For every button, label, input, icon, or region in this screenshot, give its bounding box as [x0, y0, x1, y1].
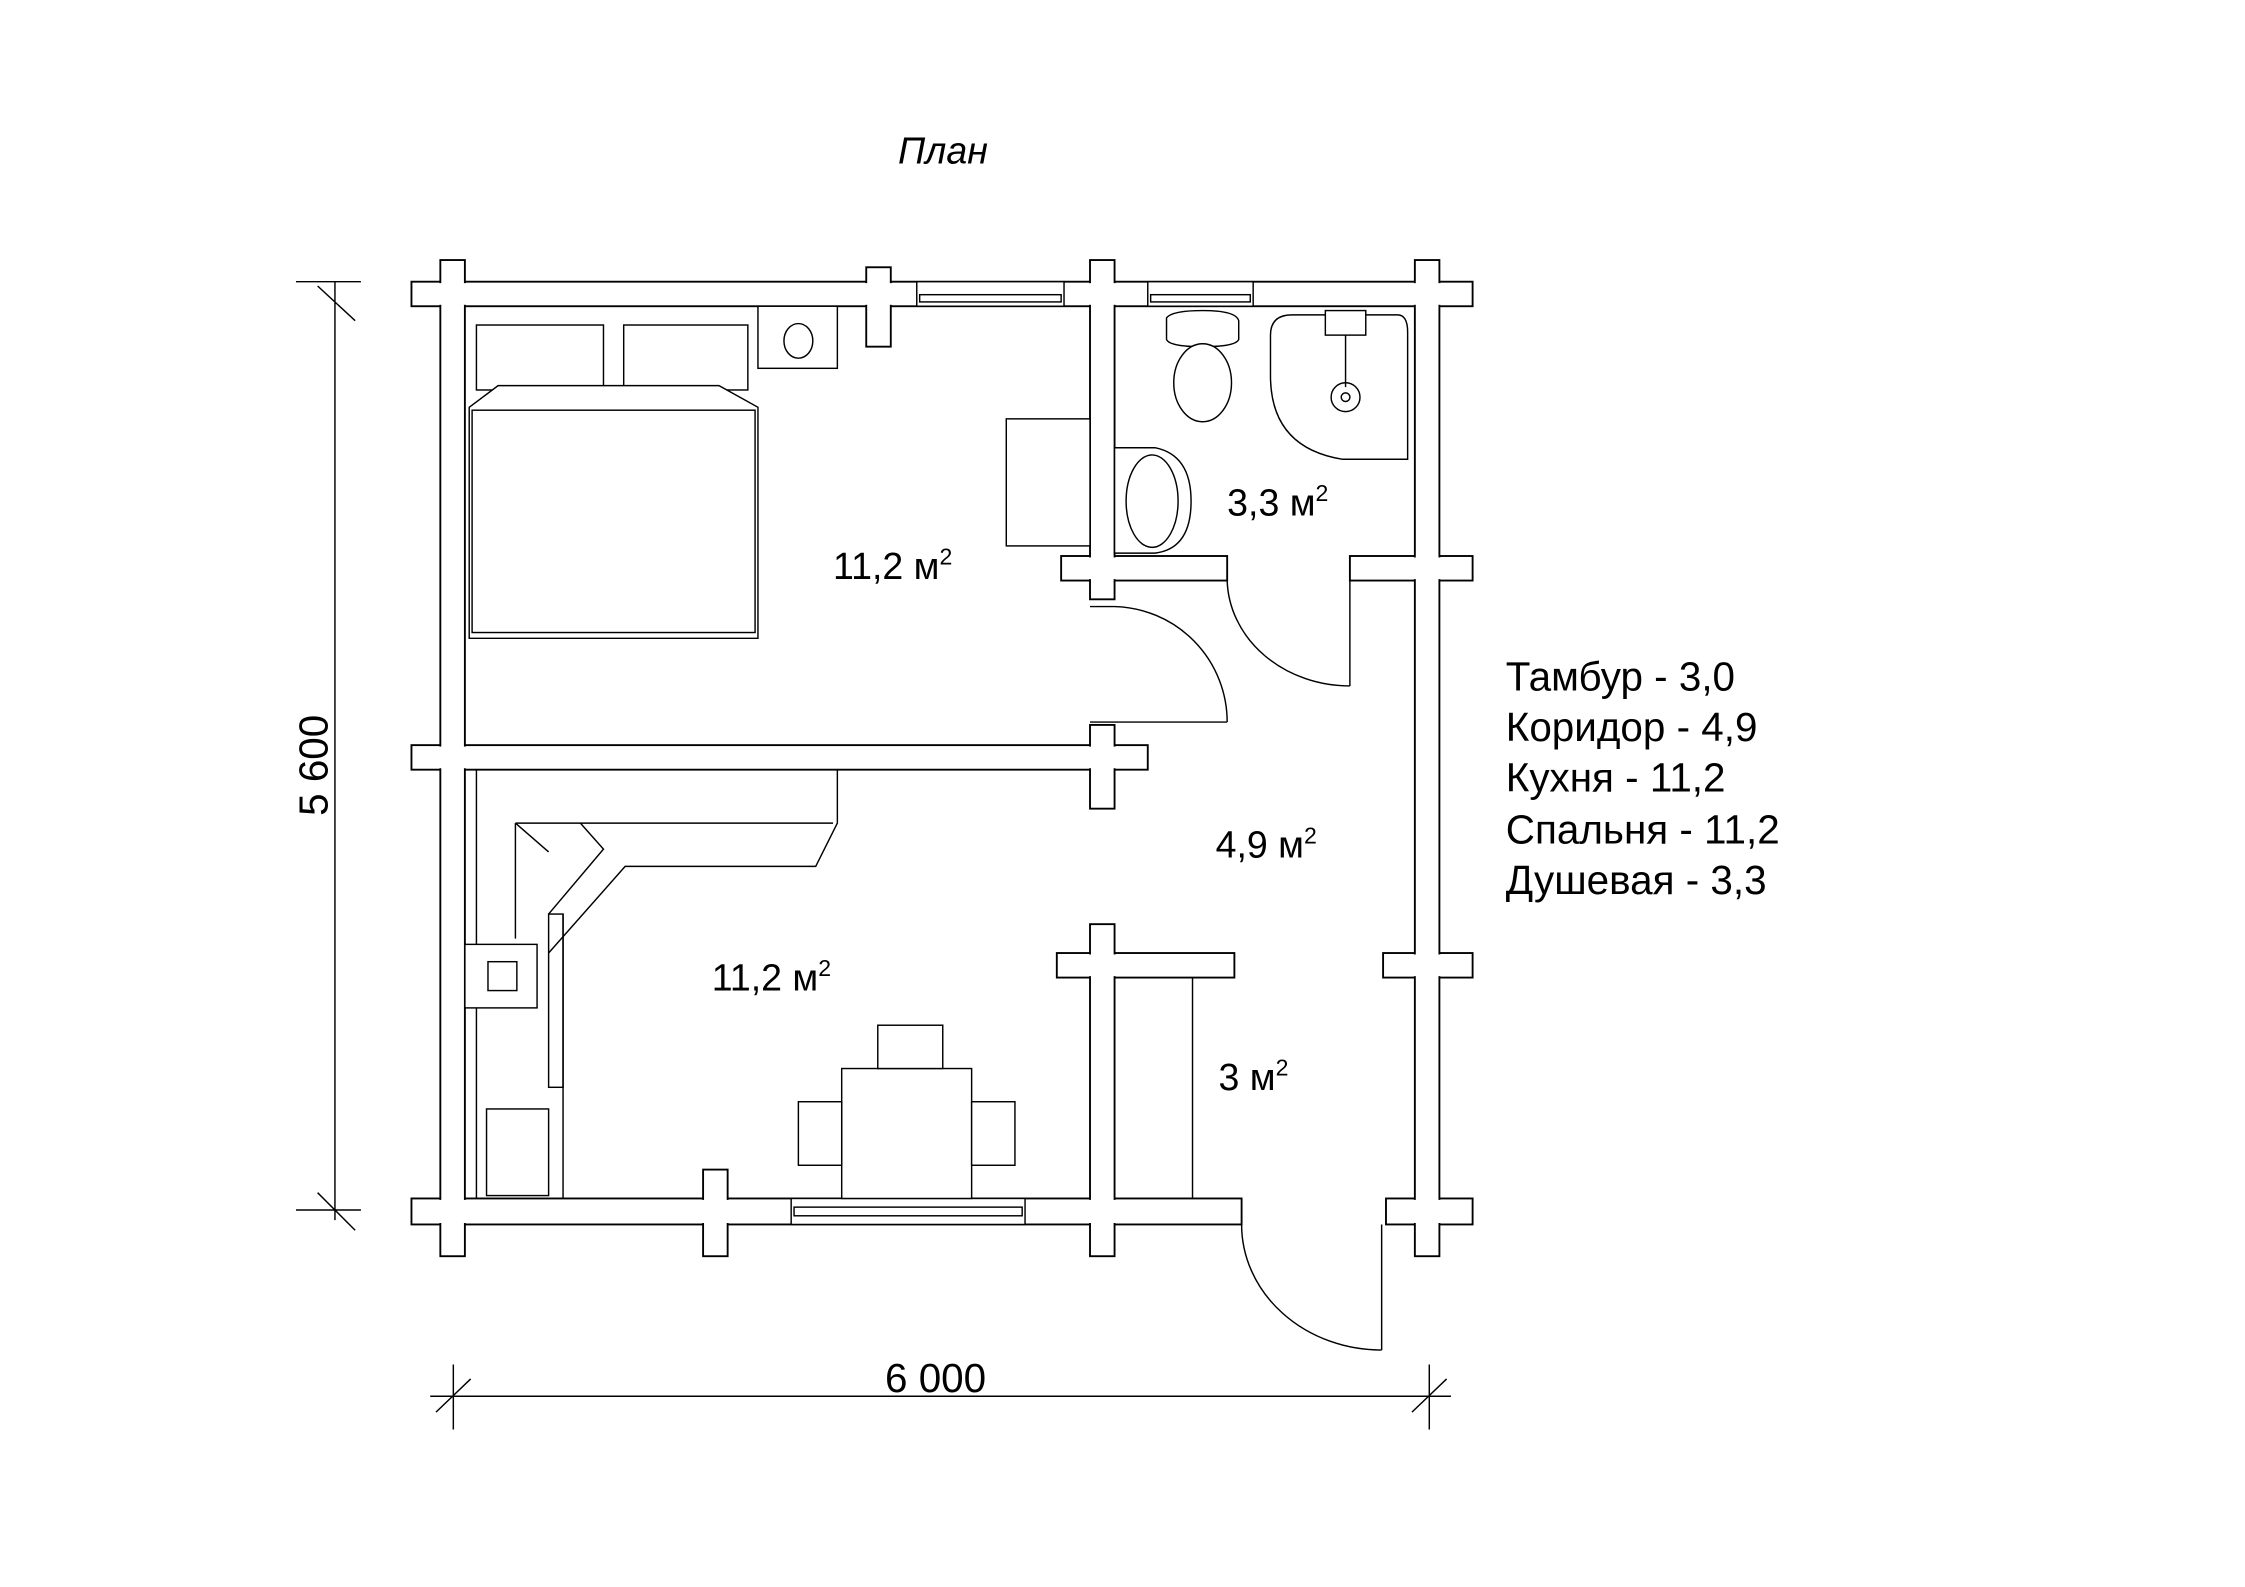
dimension-width: 6 000	[430, 1355, 1451, 1430]
area-corridor: 4,9 м2	[1216, 822, 1317, 865]
door-bathroom	[1226, 580, 1351, 687]
kitchen-counter	[464, 769, 839, 1199]
shower-cabin	[1269, 309, 1409, 460]
area-bedroom: 11,2 м2	[833, 544, 952, 587]
door-entrance	[1240, 1224, 1383, 1351]
door-bedroom	[1090, 605, 1228, 723]
legend-item: Коридор - 4,9	[1506, 704, 1758, 750]
area-kitchen: 11,2 м2	[712, 955, 831, 998]
washbasin	[1113, 447, 1192, 554]
window-bedroom	[916, 280, 1065, 307]
bed	[468, 324, 759, 640]
area-vestibule: 3 м2	[1219, 1055, 1289, 1098]
legend-item: Душевая - 3,3	[1506, 857, 1767, 903]
legend-item: Кухня - 11,2	[1506, 754, 1726, 800]
dining-table-with-chairs	[797, 1024, 1016, 1200]
window-bathroom	[1147, 280, 1254, 307]
area-legend: Тамбур - 3,0 Коридор - 4,9 Кухня - 11,2 …	[1506, 653, 1780, 903]
toilet	[1165, 309, 1240, 423]
plan-title: План	[898, 129, 988, 171]
area-bathroom: 3,3 м2	[1227, 480, 1328, 523]
desk	[1005, 418, 1091, 547]
nightstand-with-lamp	[757, 305, 839, 370]
legend-item: Спальня - 11,2	[1506, 806, 1780, 852]
svg-text:6 000: 6 000	[885, 1355, 986, 1401]
window-kitchen	[790, 1197, 1026, 1226]
svg-text:5 600: 5 600	[291, 715, 337, 816]
legend-item: Тамбур - 3,0	[1506, 653, 1735, 699]
dimension-height: 5 600	[291, 280, 361, 1231]
